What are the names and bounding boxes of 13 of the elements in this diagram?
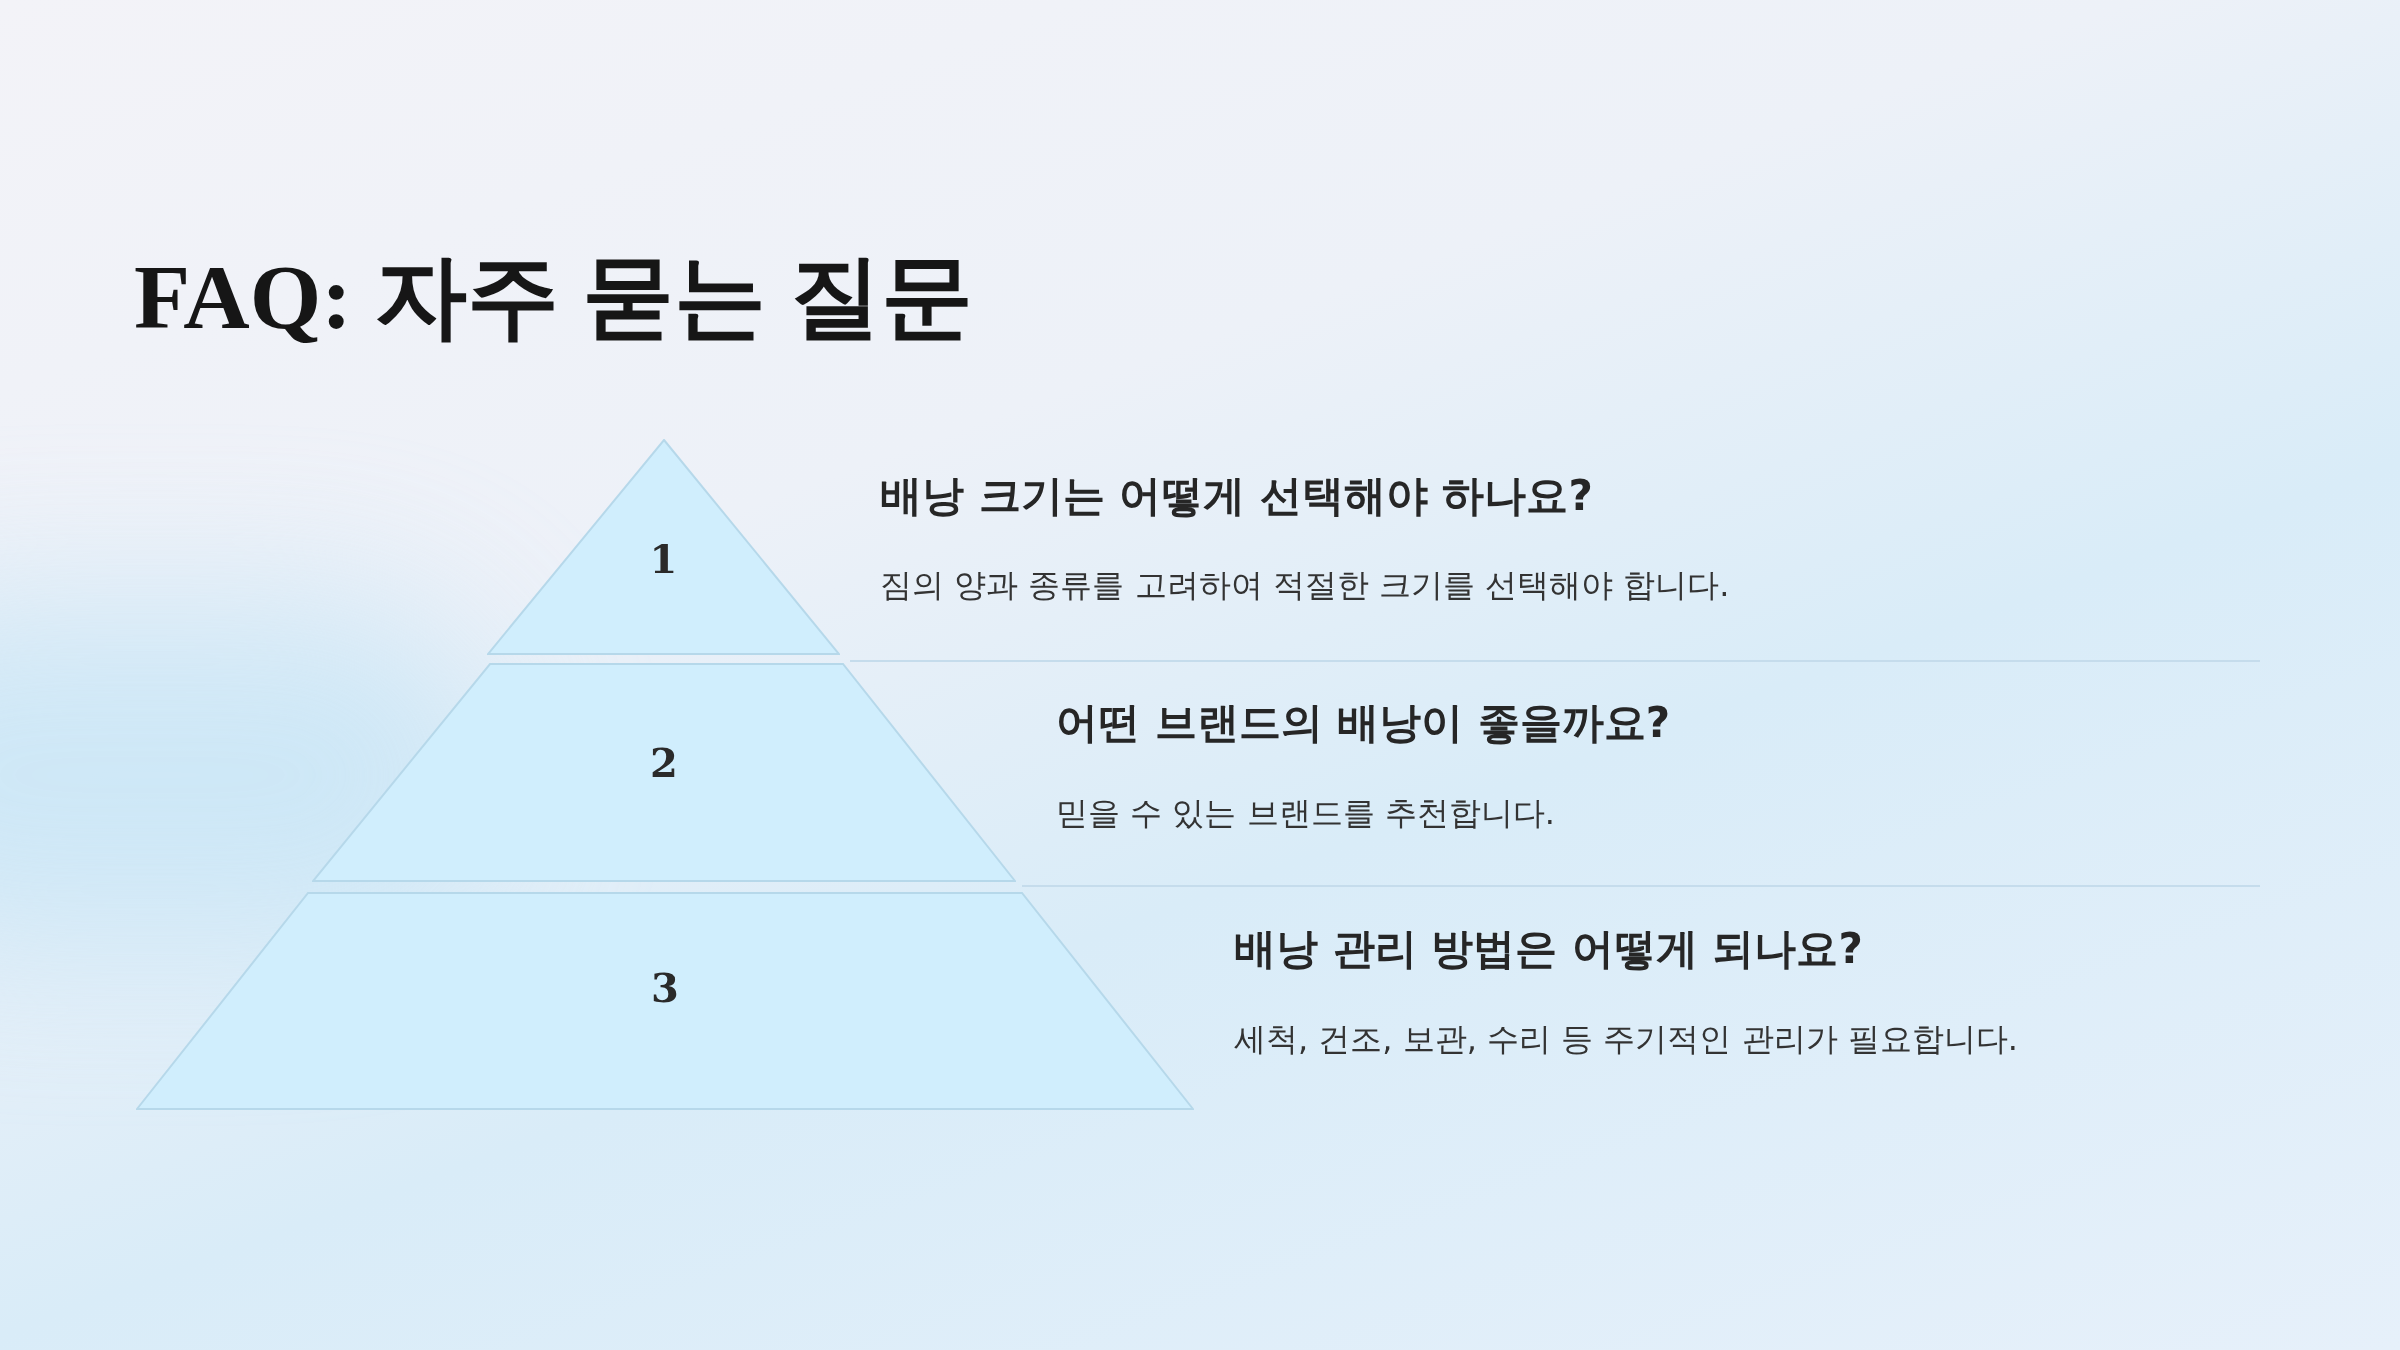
pyramid-tier	[487, 439, 840, 655]
tier-number: 1	[649, 539, 678, 579]
pyramid-tier	[136, 892, 1194, 1110]
tier-number: 3	[651, 968, 679, 1008]
question-text: 배낭 크기는 어떻게 선택해야 하나요?	[880, 470, 1593, 522]
question-text: 어떤 브랜드의 배낭이 좋을까요?	[1056, 697, 1671, 749]
answer-text: 세척, 건조, 보관, 수리 등 주기적인 관리가 필요합니다.	[1234, 1019, 2018, 1059]
tier-number: 2	[650, 743, 678, 783]
title: FAQ: 자주 묻는 질문	[134, 245, 973, 350]
pyramid-tier	[312, 663, 1016, 882]
question-text: 배낭 관리 방법은 어떻게 되나요?	[1234, 923, 1863, 975]
answer-text: 짐의 양과 종류를 고려하여 적절한 크기를 선택해야 합니다.	[880, 565, 1730, 605]
answer-text: 믿을 수 있는 브랜드를 추천합니다.	[1056, 793, 1555, 833]
